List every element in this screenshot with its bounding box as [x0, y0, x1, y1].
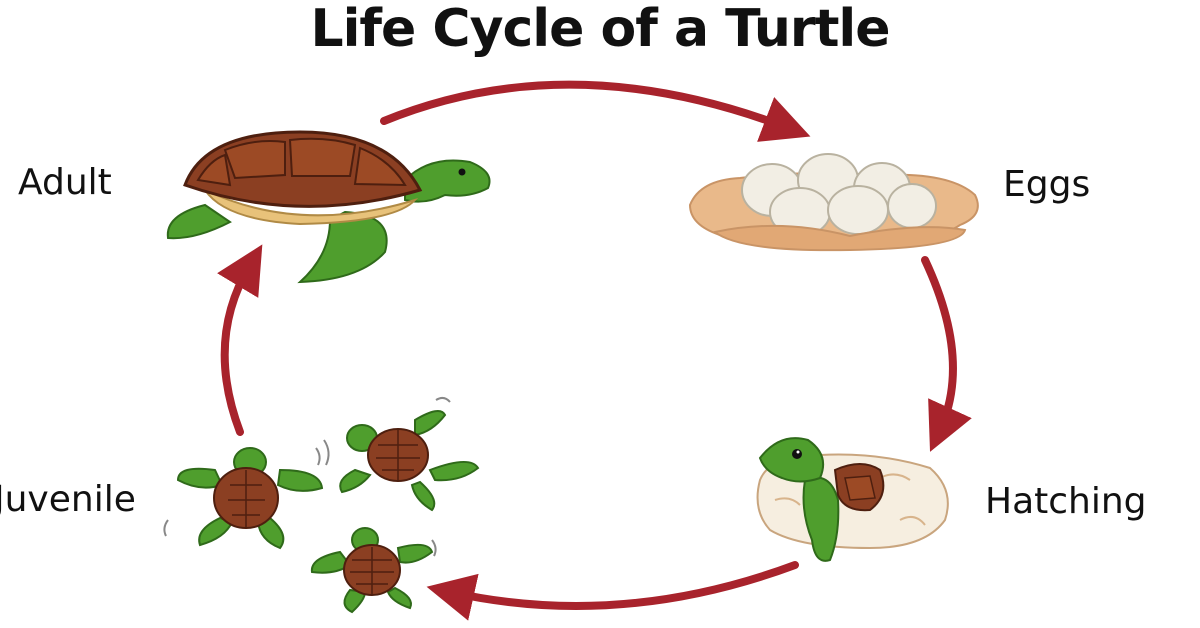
label-eggs: Eggs: [1003, 164, 1091, 205]
label-juvenile: Juvenile: [0, 479, 136, 520]
juvenile-turtle-icon-bottom: [310, 527, 434, 614]
arrow-hatching-to-juvenile: [426, 561, 799, 621]
diagram-title: Life Cycle of a Turtle: [310, 0, 890, 59]
adult-turtle-icon: [166, 130, 491, 284]
label-adult: Adult: [18, 162, 112, 203]
hatching-turtle-icon: [756, 437, 949, 562]
eggs-nest-icon: [688, 153, 979, 252]
arrow-adult-to-eggs: [380, 80, 811, 142]
juvenile-turtle-icon-top: [339, 410, 480, 512]
juvenile-turtle-icon-left: [176, 447, 324, 550]
motion-marks: [163, 396, 451, 557]
arrow-eggs-to-hatching: [921, 256, 972, 452]
label-hatching: Hatching: [985, 481, 1147, 522]
cycle-arrows: [217, 80, 972, 621]
arrow-juvenile-to-adult: [217, 244, 263, 436]
